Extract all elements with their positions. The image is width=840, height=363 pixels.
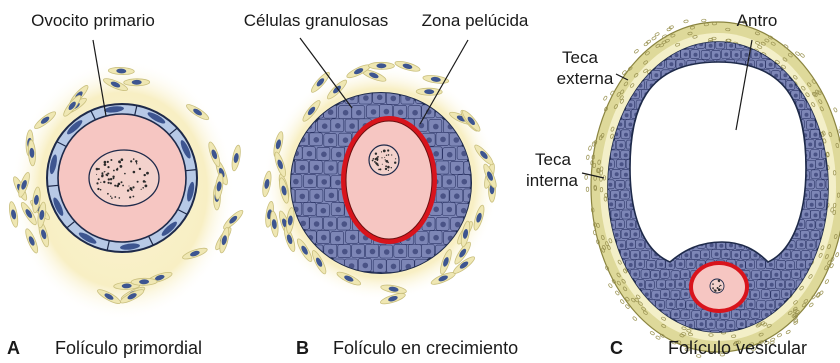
panel-c-nucleus	[710, 279, 724, 293]
label-teca-interna-line2: interna	[526, 171, 579, 190]
caption-folliculo-crecimiento: Folículo en crecimiento	[333, 338, 518, 358]
panel-a-nucleus	[89, 150, 159, 206]
stroma-cell	[230, 145, 241, 172]
stroma-cell	[131, 278, 157, 286]
panel-c-vesicular-follicle	[582, 19, 840, 358]
panel-c-antrum	[630, 62, 806, 262]
panel-b-oocyte	[346, 121, 432, 239]
caption-folliculo-vesicular: Folículo vesicular	[668, 338, 807, 358]
panel-b-nucleus	[369, 145, 399, 175]
label-ovocito-primario: Ovocito primario	[31, 11, 155, 30]
label-teca-interna-line1: Teca	[535, 150, 571, 169]
caption-letter-c: C	[610, 338, 623, 358]
label-zona-pelucida: Zona pelúcida	[422, 11, 529, 30]
label-antro: Antro	[737, 11, 778, 30]
caption-letter-b: B	[296, 338, 309, 358]
label-celulas-granulosas: Células granulosas	[244, 11, 389, 30]
stroma-cell	[368, 62, 394, 69]
stroma-cell	[124, 79, 150, 86]
panel-b-growing-follicle	[261, 38, 499, 306]
caption-folliculo-primordial: Folículo primordial	[55, 338, 202, 358]
panel-a-primordial-follicle	[8, 40, 245, 320]
label-teca-externa-line1: Teca	[562, 48, 598, 67]
caption-letter-a: A	[7, 338, 20, 358]
label-teca-externa-line2: externa	[557, 69, 614, 88]
